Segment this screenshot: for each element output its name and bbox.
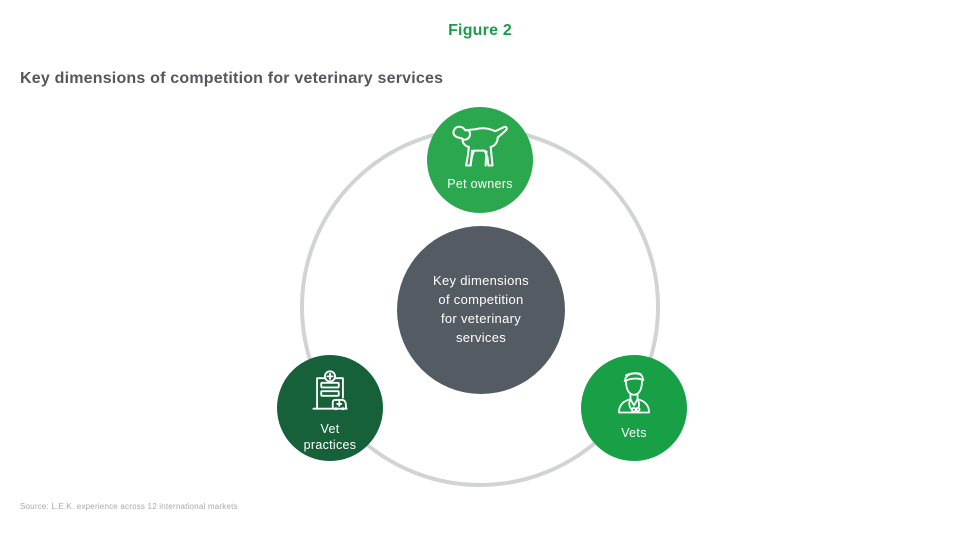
node-pet-owners: Pet owners <box>427 107 533 213</box>
center-text-line: services <box>455 329 507 345</box>
center-text-line: of competition <box>438 292 524 308</box>
figure-label: Figure 2 <box>448 22 512 39</box>
dog-icon <box>452 125 508 167</box>
node-vet-practices: Vet practices <box>277 355 383 461</box>
center-circle-text: Key dimensions of competition for veteri… <box>433 272 529 347</box>
veterinarian-icon <box>618 372 650 414</box>
source-note: Source: L.E.K. experience across 12 inte… <box>20 502 238 511</box>
node-label-vets: Vets <box>621 426 647 440</box>
node-label-vet-practices: Vet practices <box>303 422 357 452</box>
vet-clinic-icon <box>312 370 348 411</box>
node-vets: Vets <box>581 355 687 461</box>
node-label-pet-owners: Pet owners <box>447 177 513 191</box>
page-title: Key dimensions of competition for veteri… <box>20 70 444 87</box>
center-text-line: for veterinary <box>440 311 522 326</box>
center-text-line: Key dimensions <box>433 273 529 289</box>
center-circle: Key dimensions of competition for veteri… <box>397 226 565 394</box>
